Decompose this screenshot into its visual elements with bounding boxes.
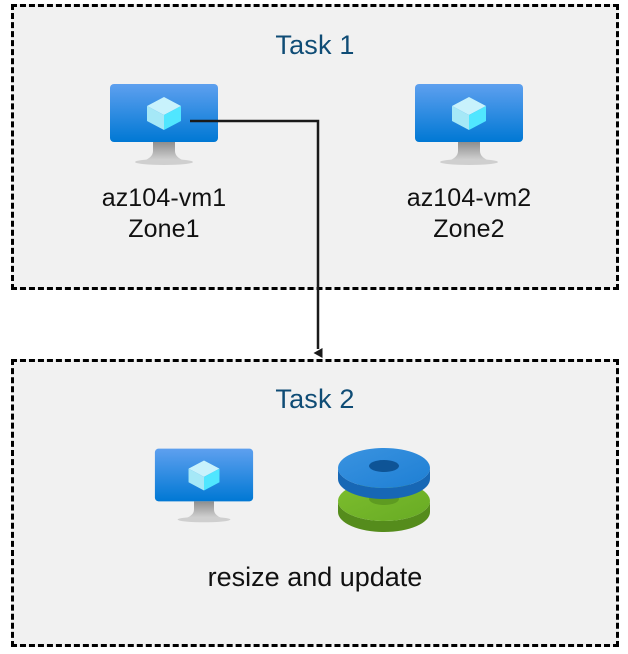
disks-icon: [338, 448, 430, 532]
node-az104-vm2: az104-vm2 Zone2: [379, 83, 559, 244]
virtual-machine-icon: [154, 448, 254, 523]
node-label-line2: Zone1: [128, 214, 200, 243]
task-2-vm-node: [149, 447, 259, 523]
task-2-disks-node: [329, 444, 439, 532]
task-1-title: Task 1: [275, 30, 355, 60]
task-2-title: Task 2: [275, 384, 355, 414]
node-label-line1: az104-vm1: [101, 184, 227, 212]
task-1-container: Task 1: [11, 4, 619, 290]
virtual-machine-icon: [415, 84, 523, 165]
virtual-machine-icon: [110, 84, 218, 165]
node-label-line1: az104-vm2: [406, 184, 532, 212]
task-2-container: Task 2: [11, 359, 619, 647]
node-label-line2: Zone2: [433, 214, 505, 243]
node-az104-vm1: az104-vm1 Zone1: [74, 83, 254, 244]
task-2-caption: resize and update: [207, 562, 423, 592]
disk-blue: [338, 448, 430, 499]
